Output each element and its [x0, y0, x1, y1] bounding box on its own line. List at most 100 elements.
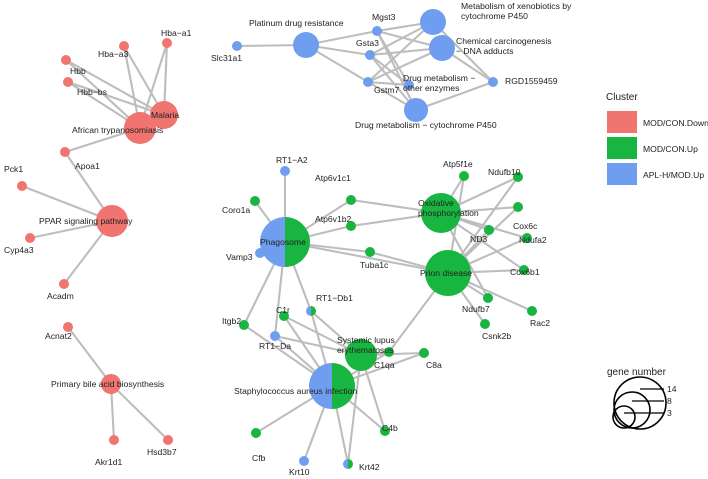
- node-circle-acadm: [59, 279, 69, 289]
- node-circle-krt10: [299, 456, 309, 466]
- node-cox6c[interactable]: [513, 202, 523, 212]
- node-circle-cfb: [251, 428, 261, 438]
- node-drugother[interactable]: [404, 80, 414, 90]
- node-circle-apoa1: [60, 147, 70, 157]
- node-rgd[interactable]: [488, 77, 498, 87]
- node-label-tuba1c: Tuba1c: [360, 260, 389, 270]
- edge-african-hbb: [65, 59, 141, 129]
- node-rt1da[interactable]: [270, 331, 280, 341]
- node-drugp450[interactable]: [404, 98, 428, 122]
- node-label-mgst3: Mgst3: [372, 12, 396, 22]
- node-tuba1c[interactable]: [365, 247, 375, 257]
- node-circle-atp6v1b2: [346, 221, 356, 231]
- node-circle-csnk2b: [480, 319, 490, 329]
- node-circle-rt1da: [270, 331, 280, 341]
- edge-prion-phagosome: [284, 240, 449, 275]
- node-c1qa[interactable]: [384, 347, 394, 357]
- node-krt42[interactable]: [343, 459, 353, 469]
- node-label-hsd3b7: Hsd3b7: [147, 447, 177, 457]
- node-coro1a[interactable]: [250, 196, 260, 206]
- node-c1r[interactable]: [279, 311, 289, 321]
- node-malaria[interactable]: [150, 101, 178, 129]
- node-label-drugother: Drug metabolism −other enzymes: [403, 73, 475, 93]
- node-hbb_bs[interactable]: [63, 77, 73, 87]
- node-circle-acnat2: [63, 322, 73, 332]
- edge-drugp450-mgst3: [376, 30, 417, 111]
- node-prion[interactable]: [425, 250, 471, 296]
- node-staph[interactable]: [309, 363, 355, 409]
- node-slice-krt42-apl: [343, 459, 348, 469]
- node-circle-oxphos: [421, 193, 461, 233]
- node-label-phagosome: Phagosome: [260, 237, 306, 247]
- node-nd3[interactable]: [484, 225, 494, 235]
- legend: Cluster MOD/CON.Down MOD/CON.Up APL-H/MO…: [606, 92, 708, 430]
- node-c8a[interactable]: [419, 348, 429, 358]
- node-slice-rt1db1-up: [311, 306, 316, 316]
- legend-swatch-up: [607, 137, 637, 159]
- node-circle-pck1: [17, 181, 27, 191]
- node-ndufb7[interactable]: [483, 293, 493, 303]
- node-oxphos[interactable]: [421, 193, 461, 233]
- node-acnat2[interactable]: [63, 322, 73, 332]
- node-circle-coro1a: [250, 196, 260, 206]
- node-circle-c8a: [419, 348, 429, 358]
- node-cfb[interactable]: [251, 428, 261, 438]
- node-ndufa2[interactable]: [522, 233, 532, 243]
- node-vamp3[interactable]: [255, 248, 265, 258]
- edge-drugother-gsta3: [369, 54, 410, 86]
- node-label-chemcarc: Chemical carcinogenesis− DNA adducts: [456, 36, 552, 56]
- node-label-ndufb7: Ndufb7: [462, 304, 490, 314]
- edge-chemcarc-gstm7: [367, 47, 443, 83]
- node-chemcarc[interactable]: [429, 35, 455, 61]
- node-bile[interactable]: [101, 374, 121, 394]
- node-pck1[interactable]: [17, 181, 27, 191]
- node-slc31a1[interactable]: [232, 41, 242, 51]
- network-nodes: [17, 9, 537, 469]
- node-label-ppar: PPAR signaling pathway: [39, 216, 133, 226]
- node-rt1a2[interactable]: [280, 166, 290, 176]
- node-sle[interactable]: [345, 339, 377, 371]
- node-circle-hba_a3: [119, 41, 129, 51]
- node-label-bile: Primary bile acid biosynthesis: [51, 379, 164, 389]
- node-c4b[interactable]: [380, 426, 390, 436]
- node-atp5f1e[interactable]: [459, 171, 469, 181]
- node-acadm[interactable]: [59, 279, 69, 289]
- node-circle-drugother: [404, 80, 414, 90]
- node-hsd3b7[interactable]: [163, 435, 173, 445]
- node-rac2[interactable]: [527, 306, 537, 316]
- node-cyp4a3[interactable]: [25, 233, 35, 243]
- node-hbb[interactable]: [61, 55, 71, 65]
- node-akr1d1[interactable]: [109, 435, 119, 445]
- node-label-prion: Prion disease: [420, 268, 472, 278]
- node-hba_a1[interactable]: [162, 38, 172, 48]
- node-gstm7[interactable]: [363, 77, 373, 87]
- node-xeno[interactable]: [420, 9, 446, 35]
- node-csnk2b[interactable]: [480, 319, 490, 329]
- node-label-staph: Staphylococcus aureus infection: [234, 386, 357, 396]
- node-itgb2[interactable]: [239, 320, 249, 330]
- node-cox6b1[interactable]: [519, 265, 529, 275]
- node-phagosome[interactable]: [260, 217, 310, 267]
- node-circle-prion: [425, 250, 471, 296]
- legend-size-title: gene number: [607, 367, 667, 378]
- node-atp6v1c1[interactable]: [346, 195, 356, 205]
- node-apoa1[interactable]: [60, 147, 70, 157]
- node-circle-c1qa: [384, 347, 394, 357]
- node-label-ndufa2: Ndufa2: [519, 235, 547, 245]
- node-african[interactable]: [124, 112, 156, 144]
- node-ppar[interactable]: [96, 205, 128, 237]
- node-label-rac2: Rac2: [530, 318, 550, 328]
- node-hba_a3[interactable]: [119, 41, 129, 51]
- node-label-african: African trypanosomiasis: [72, 125, 163, 135]
- node-rt1db1[interactable]: [306, 306, 316, 316]
- node-label-nd3: ND3: [470, 234, 487, 244]
- node-gsta3[interactable]: [365, 50, 375, 60]
- node-krt10[interactable]: [299, 456, 309, 466]
- node-ndufb10[interactable]: [513, 172, 523, 182]
- node-atp6v1b2[interactable]: [346, 221, 356, 231]
- node-mgst3[interactable]: [372, 26, 382, 36]
- node-platinum[interactable]: [293, 32, 319, 58]
- legend-swatch-apl: [607, 163, 637, 185]
